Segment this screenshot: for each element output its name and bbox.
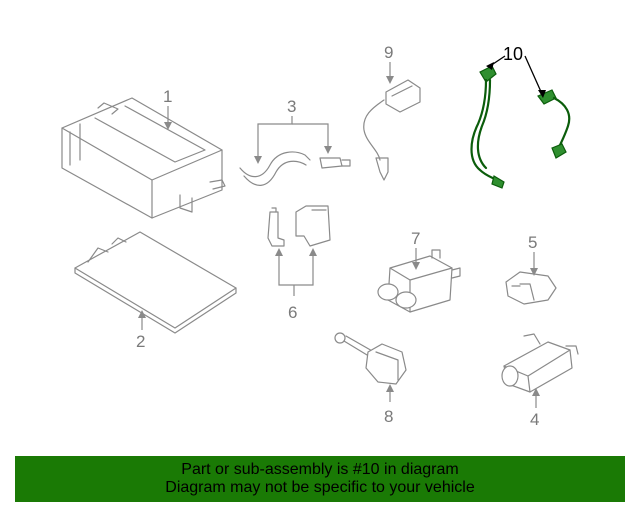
part-8-actuator[interactable] [334, 332, 407, 385]
part-5-sensor[interactable] [505, 271, 557, 305]
callout-5: 5 [528, 233, 537, 252]
part-10-sensors[interactable] [470, 65, 571, 189]
parts-diagram: 1 2 3 6 9 [61, 43, 579, 429]
callout-9: 9 [384, 43, 393, 62]
banner-line-2: Diagram may not be specific to your vehi… [165, 479, 475, 496]
part-3-hose[interactable] [239, 151, 351, 186]
callout-10: 10 [503, 44, 523, 64]
callout-1: 1 [163, 87, 172, 106]
part-4-solenoid[interactable] [501, 333, 579, 393]
part-6-sensors[interactable] [267, 205, 331, 247]
callout-3: 3 [287, 97, 296, 116]
info-banner: Part or sub-assembly is #10 in diagram D… [15, 456, 625, 502]
banner-line-1: Part or sub-assembly is #10 in diagram [181, 461, 459, 478]
callout-8: 8 [384, 407, 393, 426]
callout-2: 2 [136, 332, 145, 351]
part-7-valve[interactable] [377, 249, 461, 313]
callout-6: 6 [288, 303, 297, 322]
part-2-tray[interactable] [74, 231, 237, 334]
callout-4: 4 [530, 410, 539, 429]
part-1-canister[interactable] [61, 97, 226, 219]
part-9-sensor[interactable] [363, 79, 421, 181]
callout-7: 7 [411, 229, 420, 248]
